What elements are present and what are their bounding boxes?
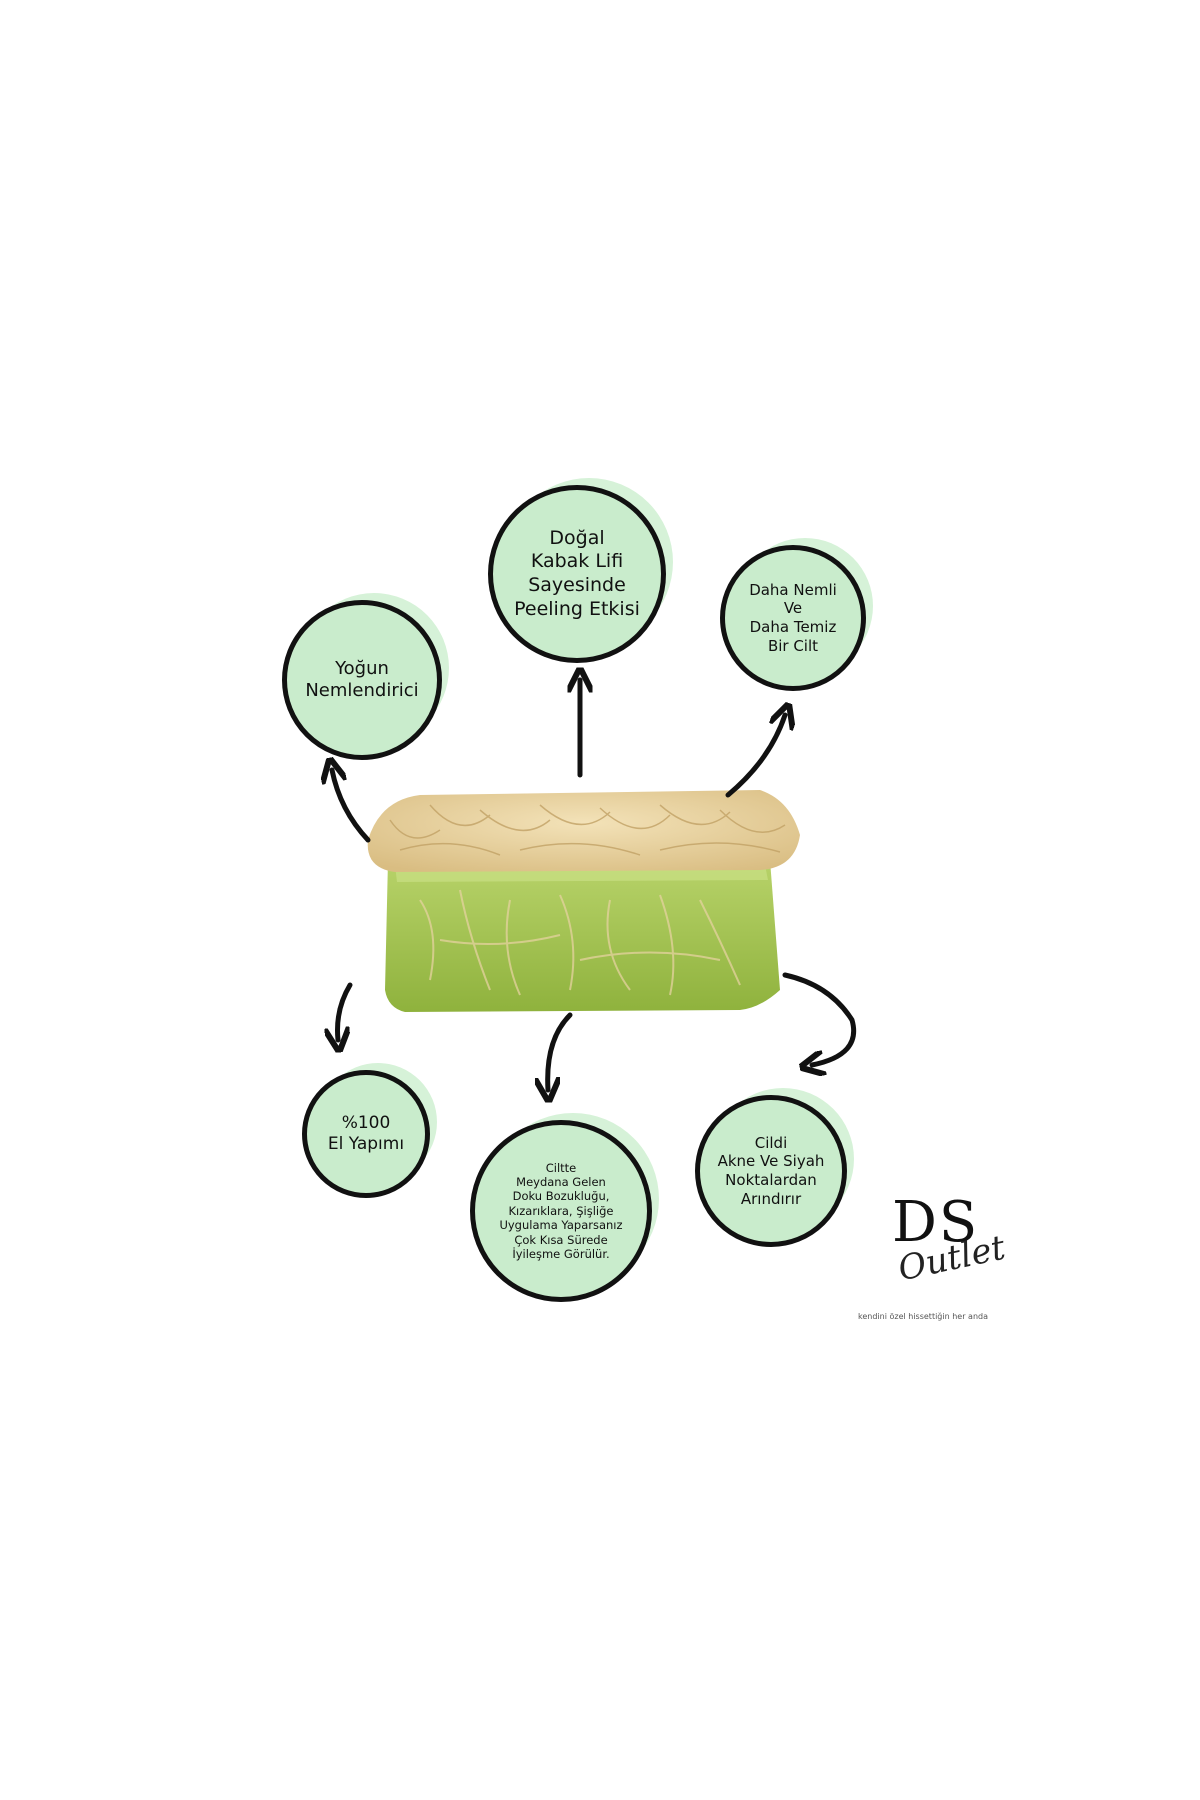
brand-tagline: kendini özel hissettiğin her anda	[858, 1312, 988, 1321]
feature-moisturizing-text: Yoğun Nemlendirici	[305, 657, 419, 702]
arrow-down-right	[782, 972, 856, 1065]
feature-acne: Cildi Akne Ve Siyah Noktalardan Arındırı…	[695, 1088, 854, 1247]
arrow-down	[548, 1012, 573, 1090]
loofah-image	[367, 790, 800, 872]
feature-healing: Ciltte Meydana Gelen Doku Bozukluğu, Kız…	[470, 1113, 659, 1302]
soap-bar-image	[385, 860, 780, 1012]
arrow-down-left	[338, 982, 353, 1040]
brand-initials: DS	[892, 1190, 980, 1255]
arrow-up-right	[725, 715, 785, 798]
arrows	[332, 680, 856, 1090]
feature-healing-text: Ciltte Meydana Gelen Doku Bozukluğu, Kız…	[499, 1160, 623, 1261]
feature-peeling-text: Doğal Kabak Lifi Sayesinde Peeling Etkis…	[514, 526, 640, 620]
feature-cleaner-skin-text: Daha Nemli Ve Daha Temiz Bir Cilt	[749, 580, 837, 655]
feature-cleaner-skin: Daha Nemli Ve Daha Temiz Bir Cilt	[720, 538, 873, 691]
feature-moisturizing: Yoğun Nemlendirici	[282, 593, 449, 760]
feature-acne-text: Cildi Akne Ve Siyah Noktalardan Arındırı…	[717, 1133, 825, 1208]
feature-handmade: %100 El Yapımı	[302, 1063, 437, 1198]
brand-logo: DS Outlet	[860, 1190, 1020, 1290]
arrow-up-left	[332, 770, 371, 843]
feature-handmade-text: %100 El Yapımı	[327, 1112, 405, 1154]
feature-peeling: Doğal Kabak Lifi Sayesinde Peeling Etkis…	[488, 478, 673, 663]
